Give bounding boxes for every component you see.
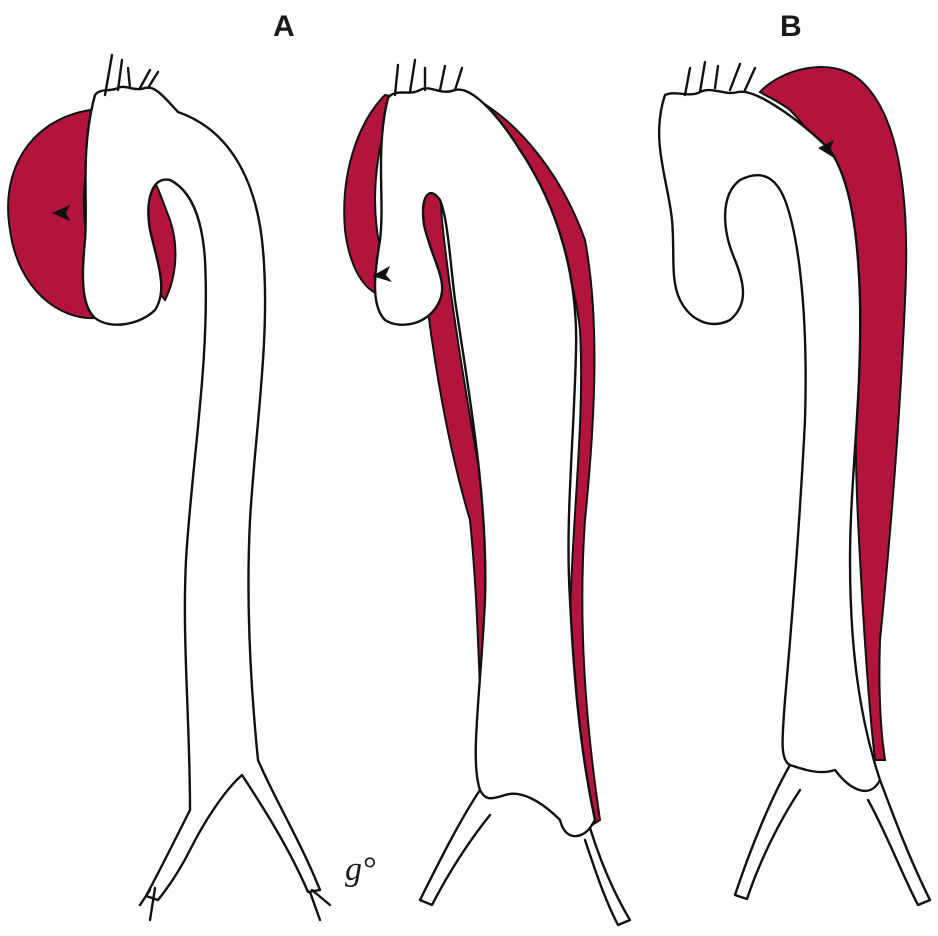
artist-signature: g° xyxy=(345,851,376,888)
aorta-wall-1 xyxy=(83,87,320,900)
aorta-wall-3 xyxy=(659,90,880,791)
aorta-1 xyxy=(8,55,330,920)
iliac-tips-1 xyxy=(140,888,330,920)
panel-label-a: A xyxy=(273,10,295,43)
iliac-branches-3 xyxy=(735,765,930,905)
panel-label-b: B xyxy=(780,10,802,43)
aorta-3 xyxy=(659,62,930,905)
arch-branches-3 xyxy=(685,62,755,95)
aorta-2 xyxy=(344,60,630,925)
